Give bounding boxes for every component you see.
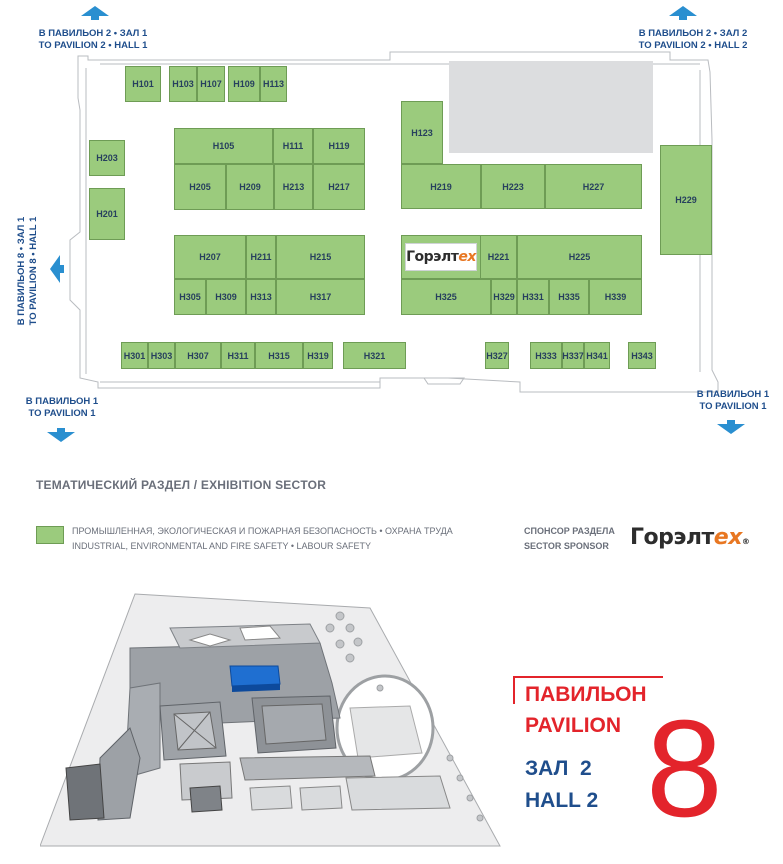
booth-h217[interactable]: H217 — [313, 164, 365, 210]
booth-h341[interactable]: H341 — [584, 342, 610, 369]
booth-h343[interactable]: H343 — [628, 342, 656, 369]
sponsor-label-ru: СПОНСОР РАЗДЕЛА — [524, 526, 615, 536]
pavilion-label-en: PAVILION — [525, 714, 622, 737]
logo-part-b: ex — [458, 249, 476, 265]
booth-h221[interactable]: H221 — [481, 235, 517, 279]
nav-label-top-left[interactable]: В ПАВИЛЬОН 2 • ЗАЛ 1 TO PAVILION 2 • HAL… — [28, 28, 158, 52]
booth-h337[interactable]: H337 — [562, 342, 584, 369]
nav-label-bottom-left[interactable]: В ПАВИЛЬОН 1 TO PAVILION 1 — [20, 396, 104, 420]
booth-h101[interactable]: H101 — [125, 66, 161, 102]
nav-label-bottom-right[interactable]: В ПАВИЛЬОН 1 TO PAVILION 1 — [688, 389, 778, 413]
nav-label-ru: В ПАВИЛЬОН 8 • ЗАЛ 1 — [16, 216, 27, 326]
pavilion-bracket-top — [513, 676, 663, 678]
booth-h335[interactable]: H335 — [549, 279, 589, 315]
booth-h203[interactable]: H203 — [89, 140, 125, 176]
booth-h339[interactable]: H339 — [589, 279, 642, 315]
booth-h309[interactable]: H309 — [206, 279, 246, 315]
booth-h227[interactable]: H227 — [545, 164, 642, 209]
booth-h303[interactable]: H303 — [148, 342, 175, 369]
nav-label-en: TO PAVILION 1 — [699, 401, 767, 412]
sector-title: ТЕМАТИЧЕСКИЙ РАЗДЕЛ / EXHIBITION SECTOR — [36, 478, 327, 492]
booth-h301[interactable]: H301 — [121, 342, 148, 369]
booth-h111[interactable]: H111 — [273, 128, 313, 164]
booth-h225[interactable]: H225 — [517, 235, 642, 279]
logo-part-a: Горэлт — [630, 525, 714, 550]
sponsor-label-en: SECTOR SPONSOR — [524, 541, 609, 551]
booth-h331[interactable]: H331 — [517, 279, 549, 315]
hall-label-en: HALL 2 — [525, 789, 599, 812]
arrow-left-icon[interactable] — [50, 254, 64, 284]
booth-h313[interactable]: H313 — [246, 279, 276, 315]
booth-h105[interactable]: H105 — [174, 128, 273, 164]
logo-part-a: Горэлт — [406, 249, 459, 265]
nav-label-en: TO PAVILION 1 — [28, 408, 96, 419]
nav-label-ru: В ПАВИЛЬОН 2 • ЗАЛ 1 — [38, 28, 148, 39]
booth-h317[interactable]: H317 — [276, 279, 365, 315]
booth-h213[interactable]: H213 — [274, 164, 313, 210]
booth-h103[interactable]: H103 — [169, 66, 197, 102]
booth-h119[interactable]: H119 — [313, 128, 365, 164]
arrow-up-icon[interactable] — [80, 6, 110, 20]
arrow-up-icon[interactable] — [668, 6, 698, 20]
arrow-down-icon[interactable] — [716, 420, 746, 434]
booth-h219[interactable]: H219 — [401, 164, 481, 209]
booth-h223[interactable]: H223 — [481, 164, 545, 209]
booth-h211[interactable]: H211 — [246, 235, 276, 279]
pavilion-number: 8 — [646, 692, 723, 846]
arrow-down-icon[interactable] — [46, 428, 76, 442]
booth-h325[interactable]: H325 — [401, 279, 491, 315]
nav-label-ru: В ПАВИЛЬОН 2 • ЗАЛ 2 — [638, 28, 748, 39]
booth-h209[interactable]: H209 — [226, 164, 274, 210]
legend-text-ru: ПРОМЫШЛЕННАЯ, ЭКОЛОГИЧЕСКАЯ И ПОЖАРНАЯ Б… — [72, 526, 453, 536]
booth-h201[interactable]: H201 — [89, 188, 125, 240]
logo-part-b: ex — [713, 525, 743, 550]
booth-h207[interactable]: H207 — [174, 235, 246, 279]
booth-h333[interactable]: H333 — [530, 342, 562, 369]
booth-h107[interactable]: H107 — [197, 66, 225, 102]
nav-label-en: TO PAVILION 8 • HALL 1 — [28, 216, 39, 326]
logo-registered-mark: ® — [741, 537, 750, 546]
booth-h113[interactable]: H113 — [260, 66, 287, 102]
booth-h109[interactable]: H109 — [228, 66, 260, 102]
booth-h123[interactable]: H123 — [401, 101, 443, 164]
nav-label-en: TO PAVILION 2 • HALL 1 — [38, 40, 148, 51]
nav-label-left[interactable]: В ПАВИЛЬОН 8 • ЗАЛ 1 TO PAVILION 8 • HAL… — [16, 206, 40, 336]
booth-h311[interactable]: H311 — [221, 342, 255, 369]
hall-label-ru: ЗАЛ 2 — [525, 757, 592, 780]
nav-label-en: TO PAVILION 2 • HALL 2 — [638, 40, 748, 51]
booth-h327[interactable]: H327 — [485, 342, 509, 369]
booth-h329[interactable]: H329 — [491, 279, 517, 315]
booth-h305[interactable]: H305 — [174, 279, 206, 315]
pavilion-label-ru: ПАВИЛЬОН — [525, 683, 647, 706]
pavilion-bracket-side — [513, 676, 515, 704]
nav-label-top-right[interactable]: В ПАВИЛЬОН 2 • ЗАЛ 2 TO PAVILION 2 • HAL… — [626, 28, 760, 52]
nav-label-ru: В ПАВИЛЬОН 1 — [696, 389, 770, 400]
booth-h321[interactable]: H321 — [343, 342, 406, 369]
booth-h215[interactable]: H215 — [276, 235, 365, 279]
legend-swatch — [36, 526, 64, 544]
floor-plan-outline — [69, 51, 719, 393]
booth-h315[interactable]: H315 — [255, 342, 303, 369]
nav-label-ru: В ПАВИЛЬОН 1 — [25, 396, 99, 407]
booth-h229[interactable]: H229 — [660, 145, 712, 255]
booth-h319[interactable]: H319 — [303, 342, 333, 369]
site-plan-3d — [40, 593, 501, 847]
legend-text-en: INDUSTRIAL, ENVIRONMENTAL AND FIRE SAFET… — [72, 541, 372, 551]
booth-h307[interactable]: H307 — [175, 342, 221, 369]
booth-h205[interactable]: H205 — [174, 164, 226, 210]
